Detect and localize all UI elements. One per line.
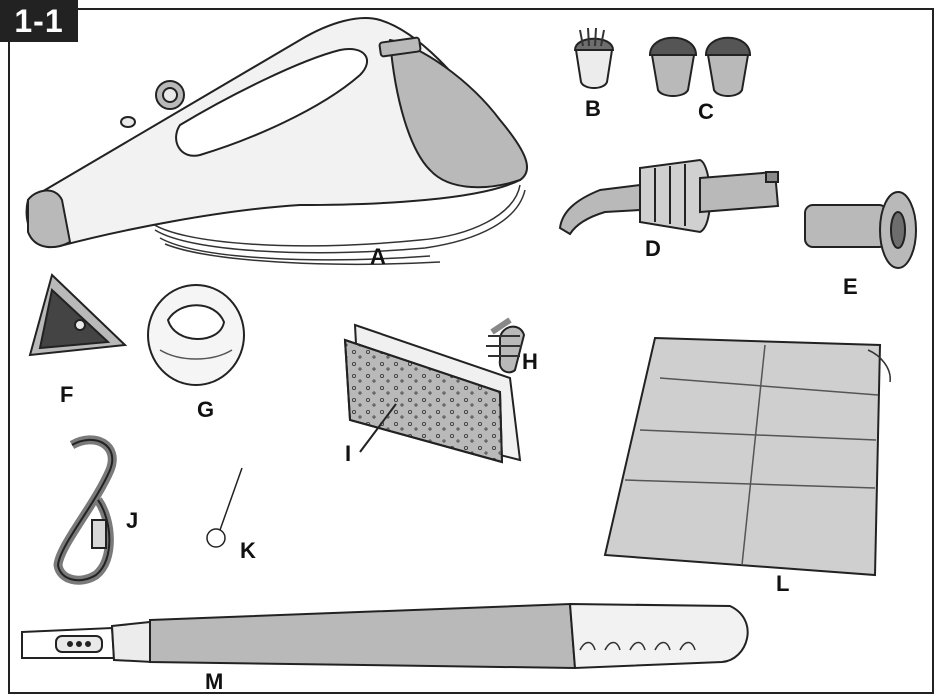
handheld-steamer-a [27,18,527,264]
label-g: G [197,399,214,421]
cloth-bonnet-g [148,285,244,385]
label-d: D [645,238,661,260]
brush-pair-c [650,38,750,96]
label-k: K [240,540,256,562]
round-brush-b [575,28,613,88]
label-c: C [698,101,714,123]
label-e: E [843,276,858,298]
jet-nozzle-d [560,160,778,234]
label-m: M [205,671,223,693]
storage-bag-l [605,338,890,575]
triangle-brush-f [30,275,125,355]
label-f: F [60,384,73,406]
label-h: H [522,351,538,373]
label-l: L [776,573,789,595]
label-b: B [585,98,601,120]
strap-j [58,440,112,580]
label-j: J [126,510,138,532]
extension-wand-m [22,604,748,668]
label-a: A [370,246,386,268]
adapter-e [805,192,916,268]
pin-k [207,468,242,547]
label-i: I [345,443,351,465]
